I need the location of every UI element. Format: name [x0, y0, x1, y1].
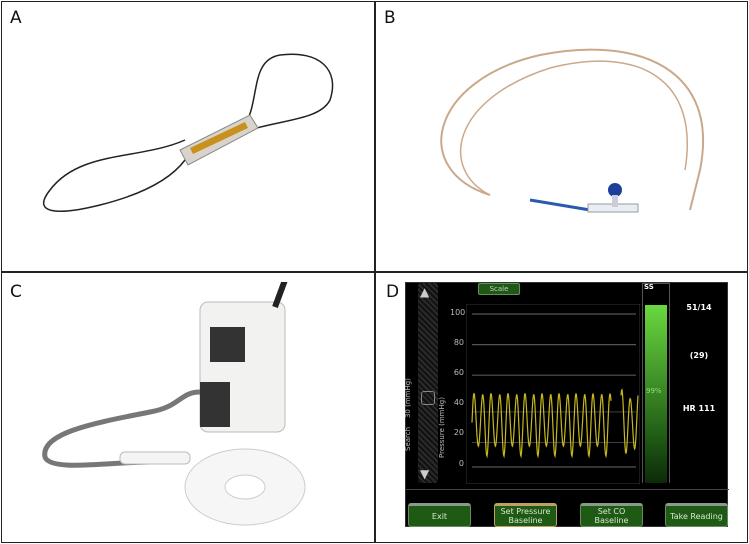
divider	[406, 489, 729, 490]
set-pressure-baseline-button[interactable]: Set Pressure Baseline	[494, 503, 557, 527]
y-tick: 80	[453, 338, 464, 347]
ss-label: SS	[644, 283, 654, 291]
y-tick: 0	[458, 459, 464, 468]
panel-label-d: D	[386, 282, 400, 302]
divider	[1, 271, 748, 273]
arrow-up-icon[interactable]: ▲	[420, 285, 430, 299]
search-value: 30 (mmHg)	[404, 378, 412, 419]
arrow-down-icon[interactable]: ▼	[420, 467, 430, 481]
pressure-waveform	[471, 393, 612, 459]
scale-button[interactable]: Scale	[478, 283, 520, 295]
signal-strength-bar	[645, 304, 667, 483]
y-tick: 100	[450, 308, 466, 317]
pressure-waveform	[620, 388, 639, 454]
monitor-screen: ▲ ▼ Search 30 (mmHg) Pressure (mmHg) Sca…	[404, 282, 729, 527]
systolic-diastolic-readout: 51/14	[686, 303, 712, 312]
search-scrollbar[interactable]: ▲ ▼	[418, 283, 438, 483]
y-tick: 20	[453, 428, 464, 437]
y-tick: 40	[453, 398, 464, 407]
panel-label-c: C	[10, 282, 22, 302]
panel-label-b: B	[384, 8, 396, 28]
panel-label-a: A	[10, 8, 22, 28]
search-label: Search 30 (mmHg)	[404, 341, 412, 451]
electronics-unit-image	[42, 282, 306, 526]
search-text: Search	[404, 426, 412, 451]
y-tick: 60	[453, 368, 464, 377]
set-co-baseline-button[interactable]: Set CO Baseline	[580, 503, 643, 527]
y-axis-label: Pressure (mmHg)	[438, 397, 446, 458]
delivery-catheter-image	[440, 48, 705, 213]
pressure-waveform-plot	[466, 304, 640, 484]
implant-sensor-image	[43, 53, 334, 212]
heart-rate-readout: HR 111	[682, 404, 716, 413]
mean-pressure-readout: (29)	[689, 351, 709, 360]
signal-strength-meter: SS 99%	[642, 283, 670, 483]
exit-button[interactable]: Exit	[408, 503, 471, 527]
take-reading-button[interactable]: Take Reading	[665, 503, 728, 527]
scroll-thumb[interactable]	[421, 391, 435, 405]
signal-strength-value: 99%	[646, 387, 662, 395]
